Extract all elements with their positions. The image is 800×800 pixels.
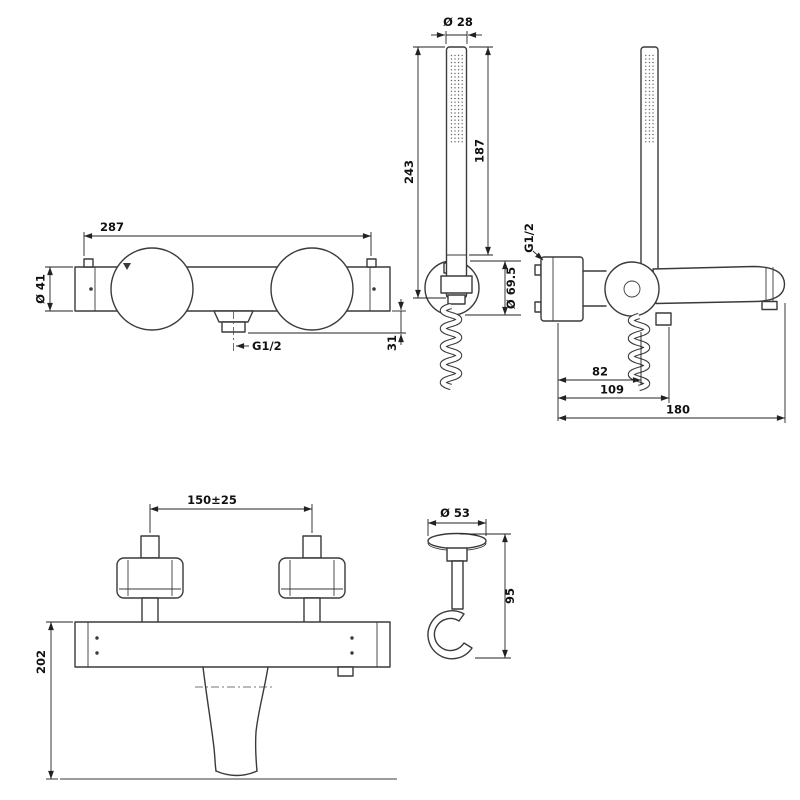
wall-flange <box>540 256 584 322</box>
spray-face-dots <box>449 53 464 143</box>
handle-assembly-right <box>278 535 346 625</box>
dim-label-total-height: 202 <box>34 650 48 674</box>
dim-label-holder-dia: Ø 53 <box>440 506 470 520</box>
handle-side-circle <box>604 261 660 317</box>
flow-handle <box>270 247 354 331</box>
screw-dot <box>95 651 99 655</box>
screw-dot <box>95 636 99 640</box>
holder-side-view: Ø 53 95 <box>427 506 517 660</box>
holder-disc <box>427 532 487 550</box>
handshower-front-view: Ø 28 187 243 Ø 69.5 <box>402 15 521 391</box>
handle-knob <box>140 535 160 559</box>
mixer-side-view: G1/2 82 109 180 <box>522 46 786 423</box>
screw-dot <box>372 287 376 291</box>
leader-arrow <box>532 250 544 261</box>
holder-hook <box>427 610 473 660</box>
diverter-knob <box>655 312 672 326</box>
spray-face-dots-side <box>643 53 656 143</box>
hose-outlet-stub <box>337 666 354 677</box>
temperature-handle <box>110 247 194 331</box>
handle-assembly-left <box>116 535 184 625</box>
body-port-right <box>366 258 377 268</box>
dim-label-body-width: 287 <box>100 220 124 234</box>
dim-label-total-length: 243 <box>402 160 416 184</box>
dim-label-inlet-thread: G1/2 <box>522 223 536 253</box>
dim-label-outlet-thread: G1/2 <box>252 339 282 353</box>
dim-label-head-dia: Ø 28 <box>443 15 473 29</box>
dim-label-body-dia: Ø 41 <box>34 274 48 304</box>
wall-fitting-top <box>534 264 542 276</box>
screw-dot <box>89 287 93 291</box>
dim-label-reach: 180 <box>666 403 690 417</box>
spout-right-edge <box>254 666 269 772</box>
screw-dot <box>350 636 354 640</box>
handle-head <box>278 557 346 599</box>
shower-hose-fill <box>440 303 462 390</box>
dim-label-holder-height: 95 <box>503 588 517 604</box>
hose-nut <box>447 294 466 305</box>
wall-fitting-bottom <box>534 301 542 313</box>
shower-hose-fill-side <box>628 313 650 391</box>
dim-label-handle-length: 187 <box>473 139 487 163</box>
dim-label-inlet-distance: 150±25 <box>187 493 237 507</box>
spout-left-edge <box>202 666 217 772</box>
screw-dot <box>350 651 354 655</box>
holder-clamp-ring <box>440 275 473 294</box>
holder-collar <box>446 547 468 562</box>
mixer-body-lower <box>74 621 391 668</box>
dim-label-outlet-drop: 31 <box>385 335 399 351</box>
aerator-outlet <box>761 300 778 311</box>
mixer-lower-front-view: 150±25 202 <box>34 493 397 780</box>
holder-stem <box>451 560 464 610</box>
handle-index-mark <box>123 263 131 270</box>
handle-knob <box>302 535 322 559</box>
spout-tip <box>215 770 258 777</box>
handle-stem <box>303 597 321 625</box>
handle-hub-circle <box>623 280 641 298</box>
handle-stem <box>141 597 159 625</box>
dim-label-body: 109 <box>600 383 624 397</box>
spout-side <box>652 265 786 305</box>
dim-label-hose: 82 <box>592 365 608 379</box>
body-port-left <box>83 258 94 268</box>
mixer-front-view: 287 Ø 41 31 G1/2 <box>34 220 406 353</box>
dim-label-holder-dia: Ø 69.5 <box>504 267 518 309</box>
handle-head <box>116 557 184 599</box>
